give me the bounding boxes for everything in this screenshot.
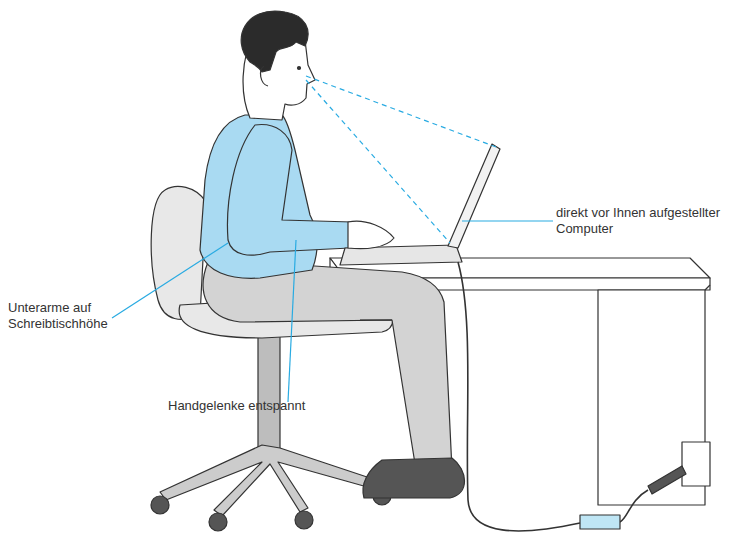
shoe — [363, 458, 465, 498]
laptop-screen — [448, 144, 500, 248]
power-cord — [458, 262, 580, 531]
sight-line — [306, 76, 496, 147]
sight-lines — [306, 76, 496, 243]
trousers — [203, 262, 452, 470]
ear — [261, 66, 268, 86]
hand — [348, 221, 394, 249]
power-cord — [620, 490, 648, 522]
chair-wheel — [151, 496, 169, 514]
plug — [648, 466, 686, 494]
hair — [241, 11, 308, 72]
chair-wheel — [295, 511, 313, 529]
callout-label: direkt vor Ihnen aufgestellter Computer — [556, 205, 752, 237]
knee-line — [360, 319, 392, 320]
power-adapter — [580, 515, 620, 529]
leader-line — [462, 220, 553, 221]
chair-wheel — [209, 513, 227, 531]
chair-base — [160, 445, 382, 516]
leader-line — [112, 243, 228, 318]
desk-edge-line — [705, 285, 710, 290]
sight-line — [306, 80, 450, 243]
wall-outlet — [682, 442, 710, 486]
chair-backrest — [151, 186, 206, 319]
leader-line — [288, 240, 296, 402]
eye — [298, 67, 301, 70]
arm — [227, 125, 352, 256]
leader-lines — [112, 221, 553, 402]
callout-label: Unterarme auf Schreibtischhöhe — [8, 300, 130, 332]
callout-label: Handgelenke entspannt — [168, 398, 388, 414]
drawing — [151, 11, 710, 531]
chair-column — [258, 335, 280, 450]
